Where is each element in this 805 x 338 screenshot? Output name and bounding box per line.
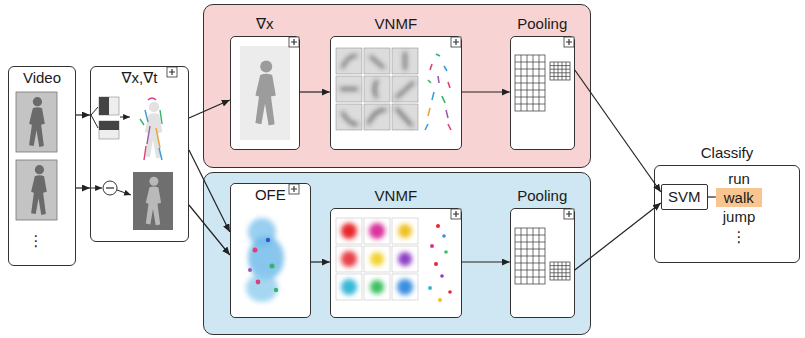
label-holder: Classify: [625, 144, 805, 161]
process-box: OFE: [230, 183, 311, 318]
label-holder: ⋮: [29, 232, 44, 249]
stream-panel: OFE VNMF Pooling: [203, 172, 591, 335]
box-heading: VNMF: [375, 15, 418, 32]
label-holder: ∇x: [201, 15, 329, 32]
box-heading: Video: [9, 69, 75, 86]
connector-arrow: [575, 203, 661, 270]
box-text: SVM: [668, 188, 701, 205]
label-holder: run: [728, 170, 750, 187]
connector-arrow: [462, 91, 510, 92]
stream-panel: ∇xVNMFPooling: [203, 4, 591, 168]
connector-arrow: [300, 91, 330, 92]
label-holder: jump: [723, 208, 756, 225]
connector-arrow: [189, 100, 230, 118]
box-heading: ∇x: [256, 15, 274, 32]
connector-arrow: [189, 205, 230, 255]
process-box: ∇x: [230, 36, 300, 150]
label-holder: VNMF: [301, 15, 491, 32]
connector-arrow: [708, 196, 716, 197]
ellipsis: ⋮: [732, 228, 747, 245]
svm-box: SVM: [661, 184, 708, 210]
connector-arrow: [76, 187, 90, 188]
connector-arrow: [462, 261, 510, 262]
box-heading: Pooling: [517, 187, 567, 204]
ellipsis: ⋮: [29, 232, 44, 249]
process-box: Pooling: [510, 36, 575, 150]
process-box: Pooling: [510, 208, 575, 318]
label-holder: Pooling: [481, 15, 604, 32]
process-box: VNMF: [330, 36, 462, 150]
label-holder: Pooling: [481, 187, 604, 204]
box-heading: Pooling: [517, 15, 567, 32]
box-heading: OFE: [231, 186, 310, 203]
highlight-box: walk: [716, 188, 762, 207]
box-heading: VNMF: [375, 187, 418, 204]
box-text: walk: [724, 189, 754, 206]
connector-arrow: [575, 70, 661, 192]
connector-arrow: [189, 150, 230, 232]
class-label: run: [728, 170, 750, 187]
process-box: VNMF: [330, 208, 462, 318]
box-heading: Classify: [701, 144, 754, 161]
label-holder: ⋮: [732, 228, 747, 245]
label-holder: VNMF: [301, 187, 491, 204]
gradient-box: ∇x,∇t: [90, 66, 189, 242]
class-label: jump: [723, 208, 756, 225]
connector-arrow: [76, 114, 90, 115]
connector-arrow: [311, 261, 330, 262]
box-heading: ∇x,∇t: [91, 69, 188, 86]
